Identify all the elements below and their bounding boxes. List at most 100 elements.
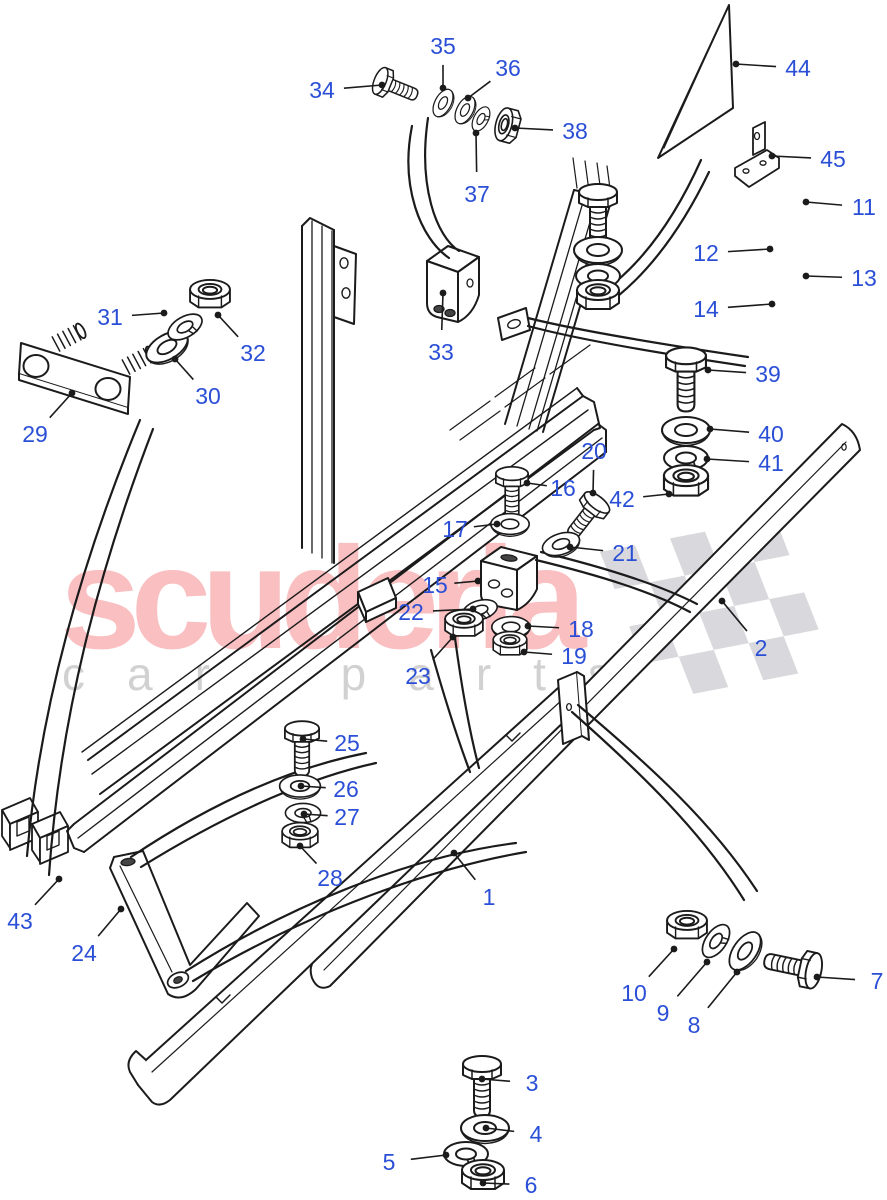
part-label-23[interactable]: 23	[405, 663, 431, 689]
leader-line-19	[523, 651, 553, 656]
leader-line-4	[485, 1127, 515, 1133]
part-label-18[interactable]: 18	[568, 616, 594, 642]
leader-dot-16	[523, 479, 531, 487]
part-label-42[interactable]: 42	[609, 486, 635, 512]
part-label-35[interactable]: 35	[430, 33, 456, 59]
leader-dot-37	[472, 129, 480, 137]
leader-dot-18	[524, 622, 532, 630]
leader-dot-25	[299, 735, 307, 743]
leader-line-40	[709, 428, 750, 434]
part-label-11[interactable]: 11	[852, 194, 876, 220]
leader-line-10	[648, 948, 675, 978]
leader-line-34	[343, 84, 383, 89]
leader-dot-22	[469, 605, 477, 613]
bolt-11	[578, 183, 618, 246]
leader-dot-20	[589, 489, 597, 497]
leader-line-45	[771, 155, 812, 159]
leader-line-26	[300, 785, 326, 789]
leader-dot-12	[766, 245, 774, 253]
part-label-13[interactable]: 13	[851, 265, 877, 291]
part-label-44[interactable]: 44	[785, 55, 811, 81]
leader-lines	[34, 60, 856, 1187]
part-label-15[interactable]: 15	[422, 572, 448, 598]
part-label-33[interactable]: 33	[428, 339, 454, 365]
checker-cell	[699, 605, 749, 650]
leader-dot-26	[297, 782, 305, 790]
leader-line-2	[721, 600, 748, 632]
leader-line-7	[816, 976, 856, 981]
leader-dot-15	[474, 577, 482, 585]
leader-dot-19	[520, 648, 528, 656]
leader-dot-36	[464, 94, 472, 102]
part-label-31[interactable]: 31	[97, 304, 123, 330]
part-label-21[interactable]: 21	[612, 540, 638, 566]
leader-dot-1	[450, 849, 458, 857]
leader-line-37	[475, 132, 478, 173]
leader-line-11	[805, 201, 843, 206]
part-label-29[interactable]: 29	[22, 421, 48, 447]
part-label-41[interactable]: 41	[758, 450, 784, 476]
part-label-24[interactable]: 24	[71, 940, 97, 966]
part-label-26[interactable]: 26	[333, 776, 359, 802]
part-label-12[interactable]: 12	[693, 240, 719, 266]
part-label-37[interactable]: 37	[464, 181, 490, 207]
leader-dot-31	[160, 309, 168, 317]
leader-dot-34	[378, 81, 386, 89]
part-label-27[interactable]: 27	[334, 804, 360, 830]
leader-line-5	[410, 1154, 447, 1161]
part-label-6[interactable]: 6	[525, 1172, 538, 1198]
checker-cell	[678, 649, 729, 694]
part-29-stud-plate	[18, 322, 157, 415]
leader-line-36	[467, 80, 491, 99]
part-label-5[interactable]: 5	[383, 1149, 396, 1175]
leader-dot-21	[566, 543, 574, 551]
leader-dot-44	[732, 60, 740, 68]
leader-line-42	[643, 493, 670, 498]
watermark-subtitle-text: car parts	[62, 648, 653, 700]
part-label-34[interactable]: 34	[309, 77, 335, 103]
part-label-43[interactable]: 43	[7, 908, 33, 934]
leader-line-39	[707, 369, 747, 374]
part-label-17[interactable]: 17	[442, 516, 468, 542]
part-label-28[interactable]: 28	[317, 865, 343, 891]
leader-line-29	[49, 392, 73, 419]
part-label-25[interactable]: 25	[334, 730, 360, 756]
part-label-16[interactable]: 16	[550, 475, 576, 501]
bolt-3	[462, 1055, 502, 1118]
bolt-34	[368, 64, 424, 110]
leader-dot-28	[296, 842, 304, 850]
part-label-22[interactable]: 22	[398, 599, 424, 625]
part-label-3[interactable]: 3	[526, 1070, 539, 1096]
part-45-bracket	[734, 121, 780, 188]
part-label-2[interactable]: 2	[755, 635, 768, 661]
leader-line-20	[592, 469, 595, 494]
leader-dot-2	[718, 597, 726, 605]
part-label-14[interactable]: 14	[693, 296, 719, 322]
part-label-20[interactable]: 20	[581, 438, 607, 464]
part-1-sill-tube	[127, 671, 590, 1106]
part-label-8[interactable]: 8	[688, 1012, 701, 1038]
leader-dot-41	[703, 455, 711, 463]
part-label-7[interactable]: 7	[871, 968, 884, 994]
part-label-19[interactable]: 19	[561, 643, 587, 669]
leader-dot-9	[703, 958, 711, 966]
leader-line-6	[482, 1182, 510, 1185]
part-label-40[interactable]: 40	[758, 421, 784, 447]
leader-dot-6	[479, 1179, 487, 1187]
nut-10	[666, 909, 708, 940]
leader-dot-32	[214, 311, 222, 319]
part-label-36[interactable]: 36	[495, 55, 521, 81]
leader-line-12	[727, 248, 771, 253]
part-label-10[interactable]: 10	[621, 980, 647, 1006]
part-label-9[interactable]: 9	[657, 1000, 670, 1026]
leader-dot-5	[442, 1151, 450, 1159]
leader-dot-27	[300, 810, 308, 818]
part-label-1[interactable]: 1	[483, 884, 496, 910]
part-label-39[interactable]: 39	[755, 361, 781, 387]
part-label-38[interactable]: 38	[562, 118, 588, 144]
part-label-4[interactable]: 4	[530, 1121, 543, 1147]
part-label-32[interactable]: 32	[240, 340, 266, 366]
part-label-45[interactable]: 45	[820, 146, 846, 172]
part-label-30[interactable]: 30	[195, 383, 221, 409]
